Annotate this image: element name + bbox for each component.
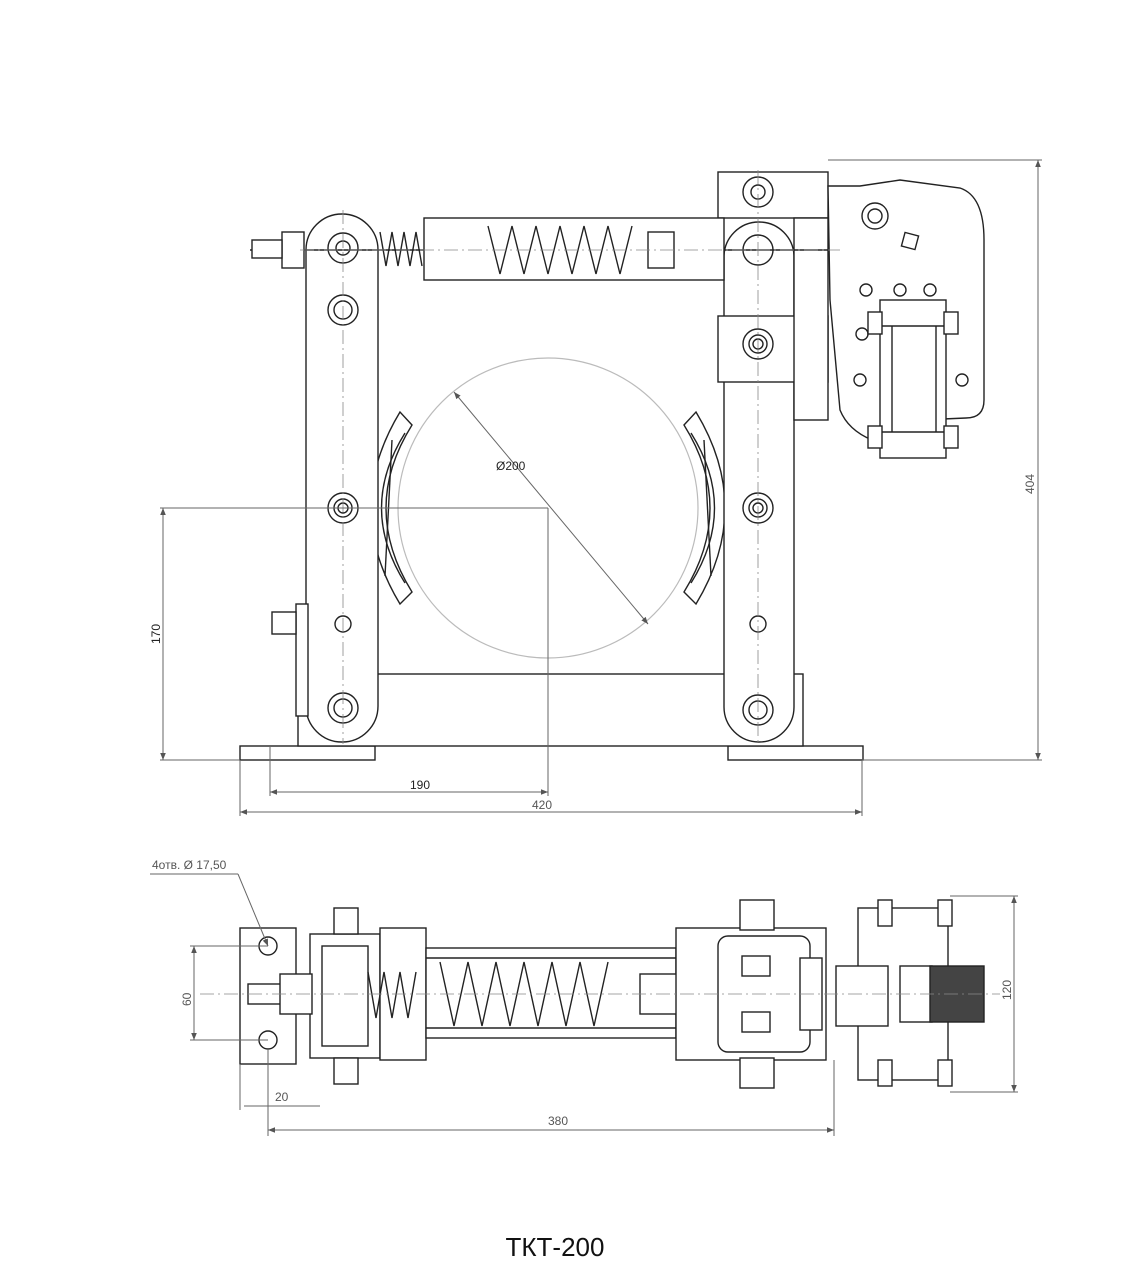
left-lever — [305, 213, 379, 743]
right-lever — [723, 221, 795, 743]
top-dimensions — [150, 873, 1018, 1136]
edge-offset-label: 20 — [275, 1090, 289, 1104]
small-spring — [379, 231, 423, 267]
rod-end — [251, 239, 283, 259]
base-frame — [297, 673, 804, 747]
adjust-bracket — [295, 603, 309, 717]
height-label: 404 — [1023, 474, 1037, 494]
left-base-plate — [239, 745, 376, 761]
spring-housing — [423, 217, 725, 281]
main-spring — [487, 225, 633, 275]
holes-label: 4отв. Ø 17,50 — [152, 858, 227, 872]
front-dimensions — [160, 159, 1042, 816]
hole-spacing-label: 60 — [180, 992, 194, 1006]
right-brake-shoe — [683, 410, 726, 606]
drawing-title: ТКТ-200 — [505, 1232, 605, 1262]
axis-offset-label: 190 — [410, 778, 430, 792]
length-label: 380 — [548, 1114, 568, 1128]
base-width-label: 420 — [532, 798, 552, 812]
adjust-bolt — [271, 611, 297, 635]
top-main-spring — [439, 961, 609, 1027]
right-base-plate — [727, 745, 864, 761]
axis-height-label: 170 — [149, 624, 163, 644]
top-spring-housing — [425, 947, 677, 1039]
top-view — [200, 899, 1000, 1089]
top-small-spring — [367, 971, 417, 1019]
drum-diameter-label: Ø200 — [496, 459, 526, 473]
width-label: 120 — [1000, 980, 1014, 1000]
front-view — [239, 170, 985, 761]
bracket-side-plate — [793, 217, 829, 421]
